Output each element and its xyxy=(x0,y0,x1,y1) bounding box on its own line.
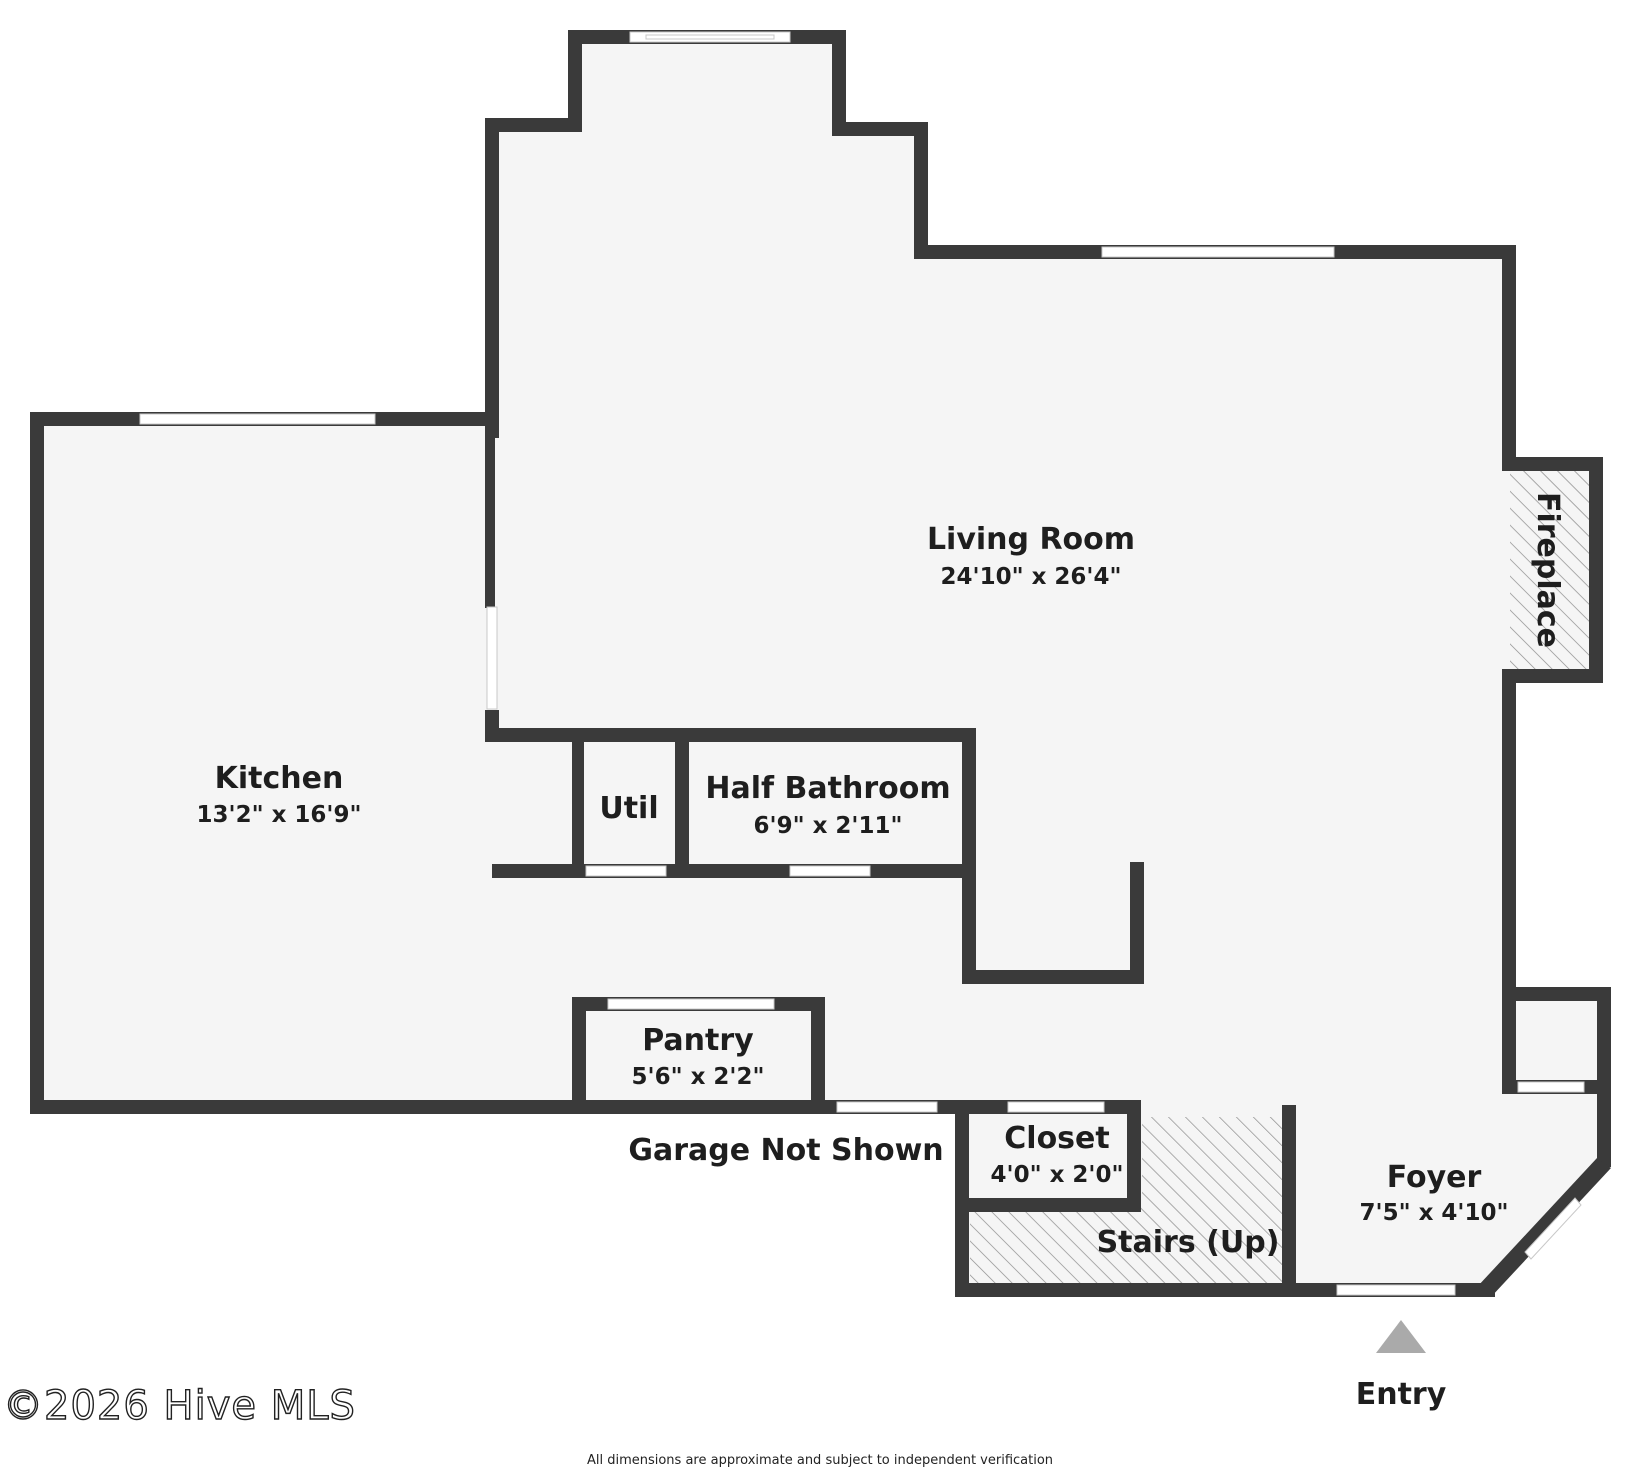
foyer-label: Foyer xyxy=(1387,1160,1482,1195)
pantry-dims: 5'6" x 2'2" xyxy=(632,1064,765,1090)
windows xyxy=(139,31,1585,1296)
half-bath-dims: 6'9" x 2'11" xyxy=(754,813,903,839)
entry-label: Entry xyxy=(1356,1377,1447,1412)
kitchen-dims: 13'2" x 16'9" xyxy=(197,802,362,828)
copyright-watermark: ©2026 Hive MLS xyxy=(2,1382,356,1429)
closet-dims: 4'0" x 2'0" xyxy=(991,1162,1124,1188)
half-bath-label: Half Bathroom xyxy=(705,771,950,806)
closet-label: Closet xyxy=(1004,1121,1109,1156)
disclaimer: All dimensions are approximate and subje… xyxy=(587,1453,1053,1468)
util-label: Util xyxy=(599,791,658,826)
fireplace-hearth xyxy=(1510,467,1595,673)
stairs-area xyxy=(970,1117,1290,1290)
kitchen-label: Kitchen xyxy=(215,761,344,796)
pantry-label: Pantry xyxy=(642,1023,754,1058)
stairs-label: Stairs (Up) xyxy=(1097,1225,1280,1260)
foyer-dims: 7'5" x 4'10" xyxy=(1360,1200,1509,1226)
fireplace-label: Fireplace xyxy=(1530,492,1565,648)
entry-arrow-icon xyxy=(1376,1320,1426,1353)
garage-note: Garage Not Shown xyxy=(628,1133,943,1168)
floor-area xyxy=(36,38,1605,1296)
living-room-dims: 24'10" x 26'4" xyxy=(941,564,1122,590)
living-room-label: Living Room xyxy=(927,522,1135,557)
